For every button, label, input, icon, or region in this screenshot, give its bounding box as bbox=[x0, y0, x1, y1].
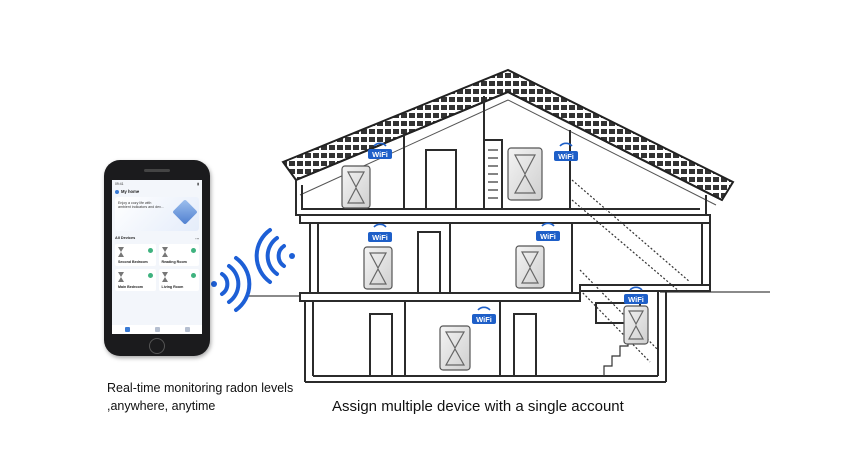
radon-monitor-icon bbox=[118, 247, 125, 257]
tab-profile-icon[interactable] bbox=[184, 327, 190, 332]
status-ok-icon bbox=[147, 273, 153, 278]
radon-monitor-stairs bbox=[623, 305, 649, 345]
promo-banner[interactable]: Enjoy a cozy life with ambient indicator… bbox=[115, 197, 199, 231]
radon-monitor-attic-left bbox=[341, 165, 371, 209]
device-name: Main Bedroom bbox=[118, 285, 143, 289]
caption-monitoring: Real-time monitoring radon levels ,anywh… bbox=[107, 381, 294, 413]
home-icon bbox=[115, 189, 119, 194]
devices-header: All Devices ⋯ bbox=[112, 231, 202, 241]
svg-text:WiFi: WiFi bbox=[372, 233, 388, 242]
wifi-badge: WiFi bbox=[472, 306, 496, 324]
tab-bar bbox=[112, 325, 202, 334]
staircase-upper bbox=[571, 179, 691, 293]
device-name: Living Room bbox=[161, 285, 184, 289]
tab-scene-icon[interactable] bbox=[154, 327, 160, 332]
status-time: 09:41 bbox=[115, 182, 124, 186]
more-icon[interactable]: ⋯ bbox=[195, 237, 199, 241]
home-title: My home bbox=[121, 189, 140, 194]
status-ok-icon bbox=[191, 248, 196, 253]
radon-monitor-middle-right bbox=[515, 245, 545, 289]
wifi-signal-icon bbox=[211, 256, 252, 312]
status-bar: 09:41 ▮ bbox=[112, 180, 202, 186]
attic-ladder bbox=[488, 149, 498, 199]
status-ok-icon bbox=[191, 273, 196, 278]
device-card[interactable]: Main Bedroom bbox=[115, 269, 156, 291]
all-devices-label: All Devices bbox=[115, 236, 136, 240]
wifi-badge: WiFi bbox=[624, 286, 648, 304]
house-walls bbox=[295, 96, 711, 383]
home-selector[interactable]: My home bbox=[112, 186, 202, 194]
caption-assign: Assign multiple device with a single acc… bbox=[332, 398, 624, 415]
radon-monitor-icon bbox=[118, 272, 125, 282]
home-button[interactable] bbox=[149, 338, 165, 354]
wifi-badge: WiFi bbox=[554, 142, 578, 161]
device-card[interactable]: Reading Room bbox=[158, 244, 199, 266]
status-ok-icon bbox=[147, 248, 153, 253]
radon-monitor-icon bbox=[161, 272, 169, 282]
device-name: Reading Room bbox=[161, 260, 187, 264]
banner-text: Enjoy a cozy life with ambient indicator… bbox=[118, 201, 164, 210]
svg-text:WiFi: WiFi bbox=[540, 232, 556, 241]
smartphone: 09:41 ▮ My home Enjoy a cozy life with a… bbox=[104, 160, 210, 356]
radon-monitor-middle-left bbox=[363, 246, 393, 290]
battery-icon: ▮ bbox=[197, 182, 199, 186]
wifi-badge: WiFi bbox=[536, 222, 560, 241]
wifi-badge: WiFi bbox=[368, 142, 392, 159]
app-screen: 09:41 ▮ My home Enjoy a cozy life with a… bbox=[112, 180, 202, 334]
svg-text:WiFi: WiFi bbox=[372, 150, 388, 159]
tab-home-icon[interactable] bbox=[124, 327, 130, 332]
svg-text:WiFi: WiFi bbox=[558, 152, 574, 161]
svg-text:WiFi: WiFi bbox=[628, 295, 644, 304]
radon-monitor-ground bbox=[439, 325, 471, 371]
device-card[interactable]: Living Room bbox=[158, 269, 199, 291]
radon-monitor-attic-right bbox=[507, 147, 543, 201]
radon-monitor-icon bbox=[161, 247, 169, 257]
wifi-signal-icon bbox=[254, 228, 295, 284]
device-grid: Second Bedroom Reading Room Main Bedroom… bbox=[112, 241, 202, 294]
svg-text:WiFi: WiFi bbox=[476, 315, 492, 324]
phone-speaker bbox=[144, 169, 170, 172]
device-card[interactable]: Second Bedroom bbox=[115, 244, 156, 266]
device-name: Second Bedroom bbox=[118, 260, 148, 264]
cube-icon bbox=[172, 199, 198, 225]
wifi-badge: WiFi bbox=[368, 223, 392, 242]
